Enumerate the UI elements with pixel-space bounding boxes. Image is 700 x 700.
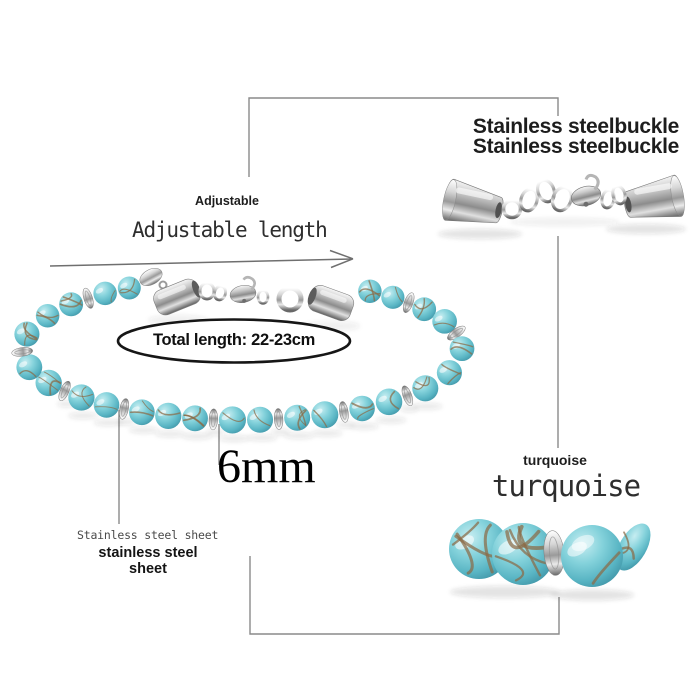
buckle-label-line1-text: Stainless steelbuckle [472,115,680,138]
bead-diameter-label: 6mm [217,440,316,493]
buckle-closeup-photo [438,173,686,239]
turquoise-label: turquoise [491,469,641,503]
adjustable-caption: Adjustable [195,194,259,208]
steel-sheet-bold-label: stainless steel sheet [98,545,198,577]
bracelet-photo [11,268,475,442]
adjustable-arrow [49,249,354,269]
total-length-badge [116,318,352,364]
turquoise-beads-closeup-photo [449,519,651,601]
adjustable-length-label: Adjustable length [132,218,328,242]
total-length-badge-label: Total length: 22-23cm [152,331,316,349]
bracelet-clasp [139,268,355,321]
steel-sheet-caption: Stainless steel sheet [77,528,219,542]
turquoise-caption: turquoise [523,452,587,468]
callout-lines [118,97,560,635]
buckle-label-line2-text: Stainless steelbuckle [472,135,680,158]
